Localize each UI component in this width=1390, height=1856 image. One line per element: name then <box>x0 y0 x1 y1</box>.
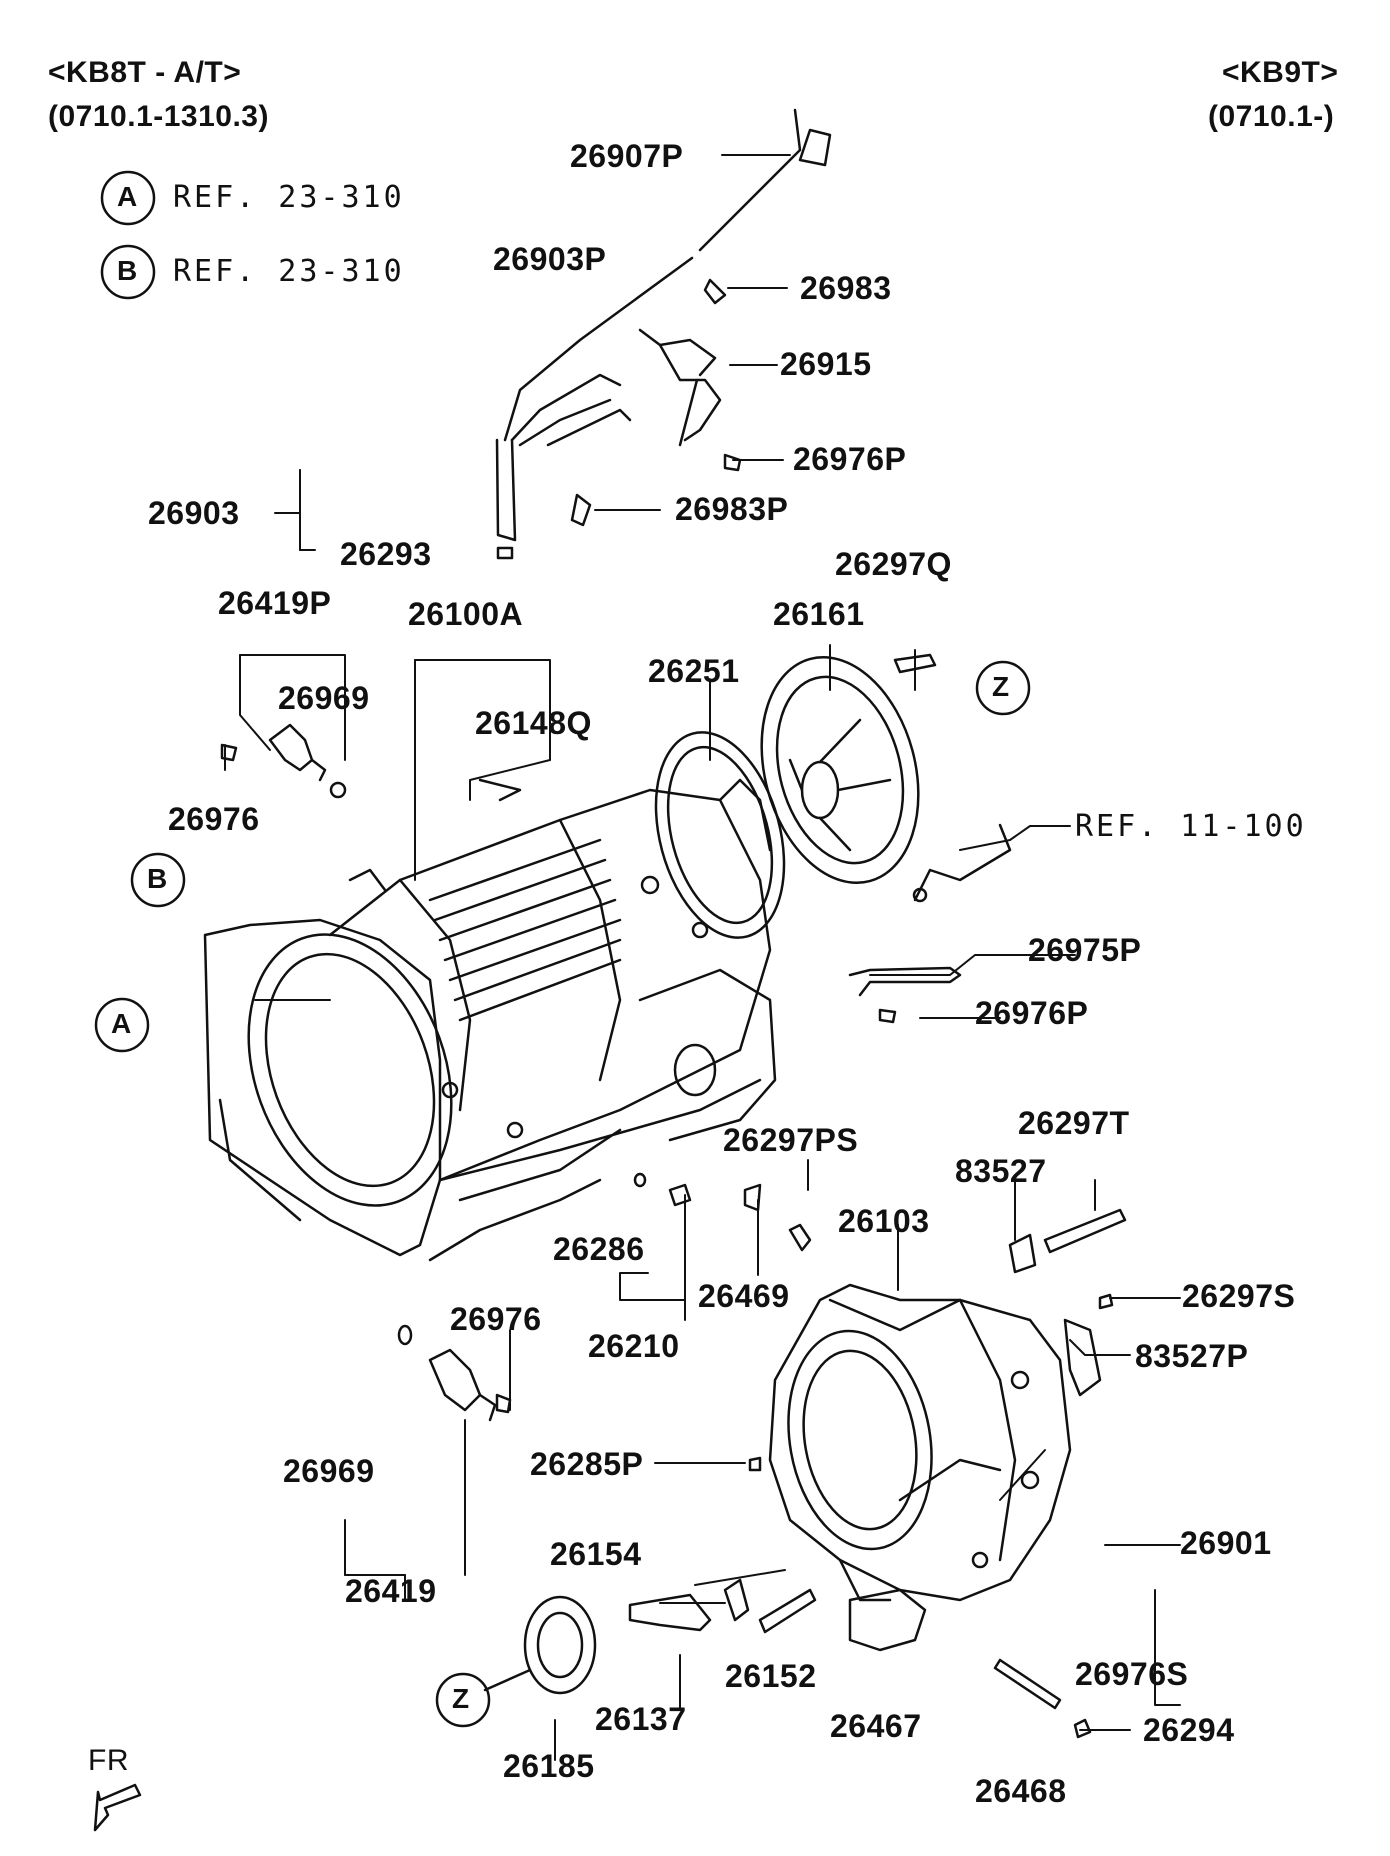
part-26148Q: 26148Q <box>475 705 592 741</box>
transmission-case <box>203 778 777 1262</box>
part-26251: 26251 <box>648 653 740 689</box>
part-26468: 26468 <box>975 1773 1067 1809</box>
part-26137: 26137 <box>595 1701 687 1737</box>
part-26297S: 26297S <box>1182 1278 1296 1314</box>
part-26983P: 26983P <box>675 491 789 527</box>
part-26907P: 26907P <box>570 138 684 174</box>
marker-a-ref <box>100 170 156 226</box>
part-26293: 26293 <box>340 536 432 572</box>
speed-sensor-top <box>220 723 347 799</box>
part-26976P-top: 26976P <box>793 441 907 477</box>
marker-z-top <box>975 660 1031 716</box>
part-26983: 26983 <box>800 270 892 306</box>
header-left-model: <KB8T - A/T> <box>48 56 242 89</box>
part-26969-bottom: 26969 <box>283 1453 375 1489</box>
part-26210: 26210 <box>588 1328 680 1364</box>
converter-housing <box>768 1283 1072 1602</box>
part-26161: 26161 <box>773 596 865 632</box>
oil-pump <box>760 653 1012 903</box>
ref-b-letter: B <box>117 255 138 286</box>
header-right-range: (0710.1-) <box>1208 100 1335 133</box>
marker-a-case <box>94 997 150 1053</box>
part-26976P-mid: 26976P <box>975 995 1089 1031</box>
ref-a-letter: A <box>117 181 138 212</box>
part-26294: 26294 <box>1143 1712 1235 1748</box>
leader-lines <box>224 154 1181 1761</box>
part-26154: 26154 <box>550 1536 642 1572</box>
header-right-model: <KB9T> <box>1222 56 1339 89</box>
marker-a-label: A <box>111 1008 132 1039</box>
part-26185: 26185 <box>503 1748 595 1784</box>
part-26976S: 26976S <box>1075 1656 1189 1692</box>
part-26976-top: 26976 <box>168 801 260 837</box>
marker-z-bottom <box>435 1672 491 1728</box>
small-parts <box>633 1172 1127 1472</box>
part-26903: 26903 <box>148 495 240 531</box>
gasket <box>654 731 786 939</box>
part-26975P: 26975P <box>1028 932 1142 968</box>
part-26469: 26469 <box>698 1278 790 1314</box>
part-26286: 26286 <box>553 1231 645 1267</box>
dipstick-assembly <box>495 108 832 560</box>
part-26100A: 26100A <box>408 596 524 632</box>
circled-markers <box>94 170 1031 1728</box>
part-26297T: 26297T <box>1018 1105 1130 1141</box>
header-left-range: (0710.1-1310.3) <box>48 100 269 133</box>
part-83527P: 83527P <box>1135 1338 1249 1374</box>
part-26419P: 26419P <box>218 585 332 621</box>
marker-z-bottom-label: Z <box>452 1683 470 1714</box>
fr-label: FR <box>88 1744 129 1777</box>
part-26297PS: 26297PS <box>723 1122 859 1158</box>
part-26467: 26467 <box>830 1708 922 1744</box>
part-26103: 26103 <box>838 1203 930 1239</box>
part-26285P: 26285P <box>530 1446 644 1482</box>
ref-b-text: REF. 23-310 <box>173 254 405 289</box>
speed-sensor-bottom <box>397 1324 512 1422</box>
part-26969-top: 26969 <box>278 680 370 716</box>
marker-z-top-label: Z <box>992 671 1010 702</box>
part-26903P: 26903P <box>493 241 607 277</box>
part-26419: 26419 <box>345 1573 437 1609</box>
part-26901: 26901 <box>1180 1525 1272 1561</box>
marker-b-case <box>130 852 186 908</box>
part-83527: 83527 <box>955 1153 1047 1189</box>
ref-a-text: REF. 23-310 <box>173 180 405 215</box>
part-26297Q: 26297Q <box>835 546 952 582</box>
fr-arrow-icon <box>93 1783 142 1832</box>
bottom-parts <box>483 1578 1092 1739</box>
marker-b-label: B <box>147 863 168 894</box>
part-26152: 26152 <box>725 1658 817 1694</box>
ref-11-100: REF. 11-100 <box>1075 809 1307 844</box>
part-26915: 26915 <box>780 346 872 382</box>
part-26976-bottom: 26976 <box>450 1301 542 1337</box>
oil-tube <box>848 966 962 1024</box>
marker-b-ref <box>100 244 156 300</box>
